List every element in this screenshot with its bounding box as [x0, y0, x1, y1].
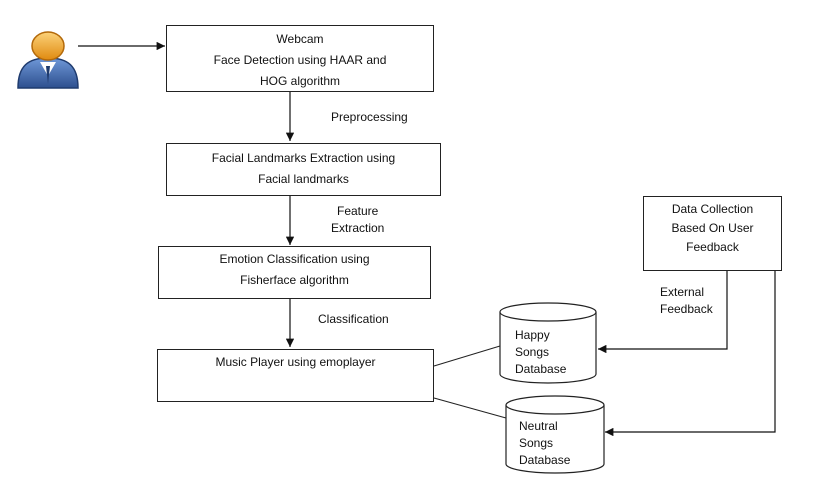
feature-extraction-label: Feature Extraction — [331, 203, 384, 237]
emotion-box-line-2: Fisherface algorithm — [240, 273, 349, 287]
neutral-songs-database-cylinder — [505, 395, 605, 474]
landmarks-box-line-1: Facial Landmarks Extraction using — [211, 151, 396, 165]
webcam-box-line-3: HOG algorithm — [259, 74, 341, 88]
webcam-box-line-1: Webcam — [276, 32, 324, 46]
happy-db-label: Happy Songs Database — [515, 327, 566, 378]
external-feedback-line-2: Feedback — [660, 302, 713, 316]
webcam-box-line-2: Face Detection using HAAR and — [213, 53, 387, 67]
edge-feedback-to-neutral-db — [605, 271, 776, 437]
data-collection-box: Data Collection Based On User Feedback — [643, 196, 782, 271]
external-feedback-label: External Feedback — [660, 284, 713, 318]
music-box-line-1: Music Player using emoplayer — [215, 355, 376, 369]
happy-db-line-3: Database — [515, 362, 567, 376]
emotion-box-line-1: Emotion Classification using — [219, 252, 370, 266]
preprocessing-line-1: Preprocessing — [331, 110, 408, 124]
feature-extraction-line-2: Extraction — [331, 221, 385, 235]
edge-feedback-to-happy-db — [598, 271, 728, 354]
happy-db-line-2: Songs — [515, 345, 550, 359]
webcam-face-detection-box: Webcam Face Detection using HAAR and HOG… — [166, 25, 434, 92]
feature-extraction-line-1: Feature — [337, 204, 379, 218]
preprocessing-label: Preprocessing — [331, 109, 408, 126]
data-collection-line-3: Feedback — [686, 240, 739, 254]
neutral-db-line-1: Neutral — [519, 419, 558, 433]
edge-music-to-neutral-db — [433, 397, 507, 419]
classification-line-1: Classification — [318, 312, 389, 326]
external-feedback-line-1: External — [660, 285, 705, 299]
facial-landmarks-box: Facial Landmarks Extraction using Facial… — [166, 143, 441, 196]
neutral-db-line-3: Database — [519, 453, 571, 467]
classification-label: Classification — [318, 311, 389, 328]
emotion-classification-box: Emotion Classification using Fisherface … — [158, 246, 431, 299]
neutral-db-label: Neutral Songs Database — [519, 418, 570, 469]
happy-db-line-1: Happy — [515, 328, 550, 342]
data-collection-line-1: Data Collection — [671, 202, 754, 216]
landmarks-box-line-2: Facial landmarks — [258, 172, 349, 186]
happy-songs-database-cylinder — [499, 302, 597, 384]
music-player-box: Music Player using emoplayer — [157, 349, 434, 402]
user-avatar-icon — [17, 31, 79, 89]
data-collection-line-2: Based On User — [671, 221, 754, 235]
neutral-db-line-2: Songs — [519, 436, 554, 450]
edge-music-to-happy-db — [433, 345, 501, 367]
